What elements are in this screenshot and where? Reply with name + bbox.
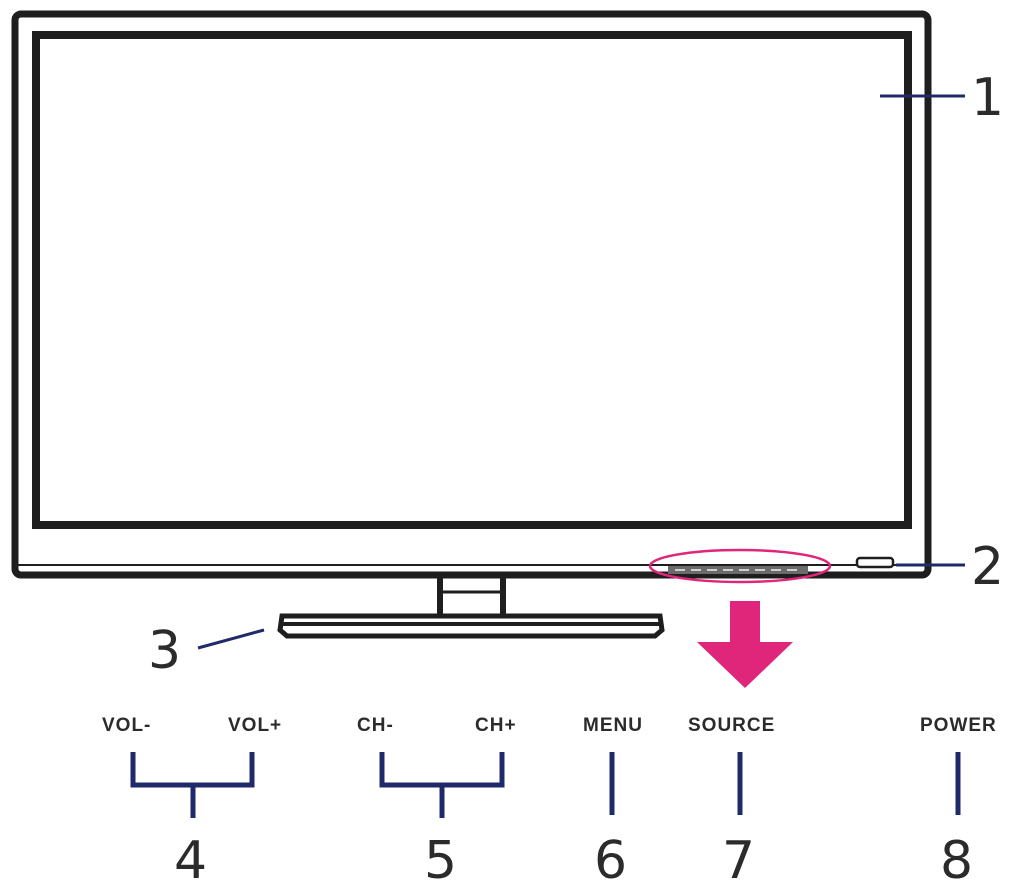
bracket-channel: [379, 752, 505, 818]
callout-8: 8: [940, 831, 973, 890]
leader-line-3: [197, 628, 265, 650]
callout-3: 3: [148, 621, 181, 681]
side-button-strip: [668, 566, 808, 574]
label-ch-minus: CH-: [357, 715, 394, 736]
buttons-highlight-ellipse: [648, 548, 832, 584]
power-indicator: [855, 556, 895, 569]
label-source: SOURCE: [688, 715, 775, 736]
label-menu: MENU: [583, 715, 643, 736]
label-vol-minus: VOL-: [102, 715, 151, 736]
tv-stand-neck: [437, 576, 506, 618]
highlight-arrow-icon: [697, 601, 793, 688]
label-power: POWER: [920, 715, 997, 736]
callout-2: 2: [971, 537, 1004, 597]
callout-4: 4: [174, 831, 207, 890]
bracket-volume: [130, 752, 255, 818]
callout-5: 5: [424, 831, 457, 890]
callout-1: 1: [971, 68, 1004, 128]
callout-6: 6: [594, 831, 627, 890]
callout-7: 7: [722, 831, 755, 890]
label-ch-plus: CH+: [475, 715, 517, 736]
label-vol-plus: VOL+: [228, 715, 282, 736]
tv-screen: [32, 31, 912, 529]
